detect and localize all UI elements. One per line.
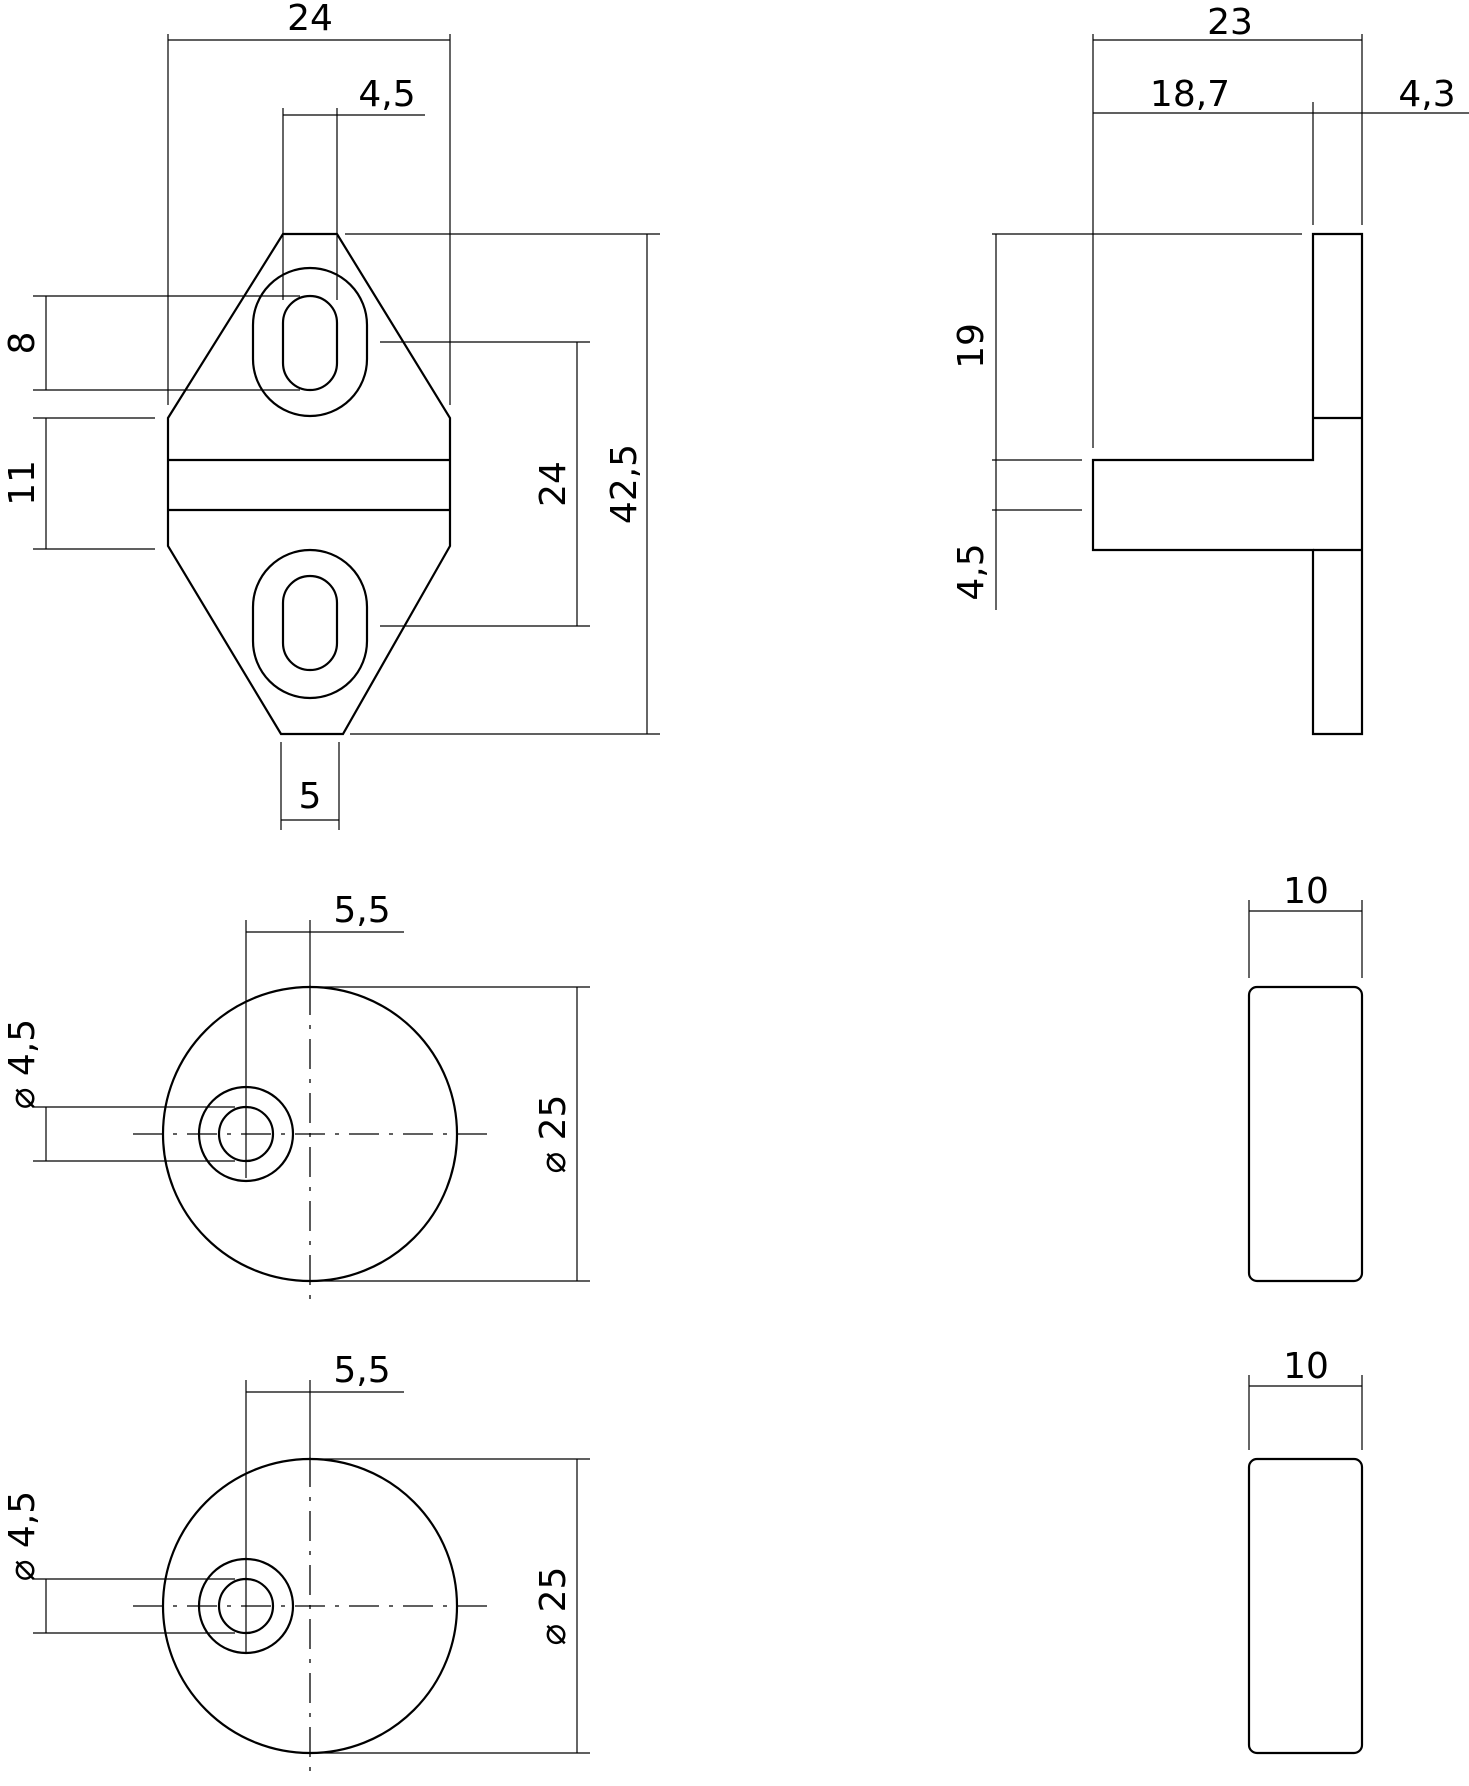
front-view: 24 4,5 8 11 24 42,5 5 xyxy=(2,0,660,830)
dim-disc1-hole: ⌀ 4,5 xyxy=(2,1019,43,1109)
dim-front-width: 24 xyxy=(287,0,333,39)
side-dimensions xyxy=(992,34,1469,610)
side-profile xyxy=(1091,232,1364,736)
disc-side-2: 10 xyxy=(1247,1346,1364,1755)
dim-slot-width: 4,5 xyxy=(358,74,415,115)
dim-side-flange: 4,5 xyxy=(951,543,992,600)
side-view: 23 18,7 4,3 19 4,5 xyxy=(951,2,1469,736)
dim-hole-spacing: 24 xyxy=(533,461,574,507)
disc2-thickness-body xyxy=(1247,1457,1364,1755)
bottom-slot-outer xyxy=(251,548,369,700)
disc-view-2: 5,5 ⌀ 4,5 ⌀ 25 xyxy=(2,1350,590,1780)
dim-disc2-diam: ⌀ 25 xyxy=(533,1567,574,1646)
disc2-dimensions xyxy=(33,1380,590,1754)
dim-side-body: 18,7 xyxy=(1150,74,1230,115)
dim-side-plate: 4,3 xyxy=(1398,74,1455,115)
disc1-dimensions xyxy=(33,920,590,1282)
dim-side-height: 19 xyxy=(951,323,992,369)
front-dimensions xyxy=(33,34,660,830)
disc-side-1: 10 xyxy=(1247,871,1364,1283)
dim-disc1-diam: ⌀ 25 xyxy=(533,1095,574,1174)
disc1-thickness-body xyxy=(1247,985,1364,1283)
dim-tip-width: 5 xyxy=(299,776,322,817)
dim-disc1-thick: 10 xyxy=(1283,871,1329,912)
dim-band-height: 11 xyxy=(2,460,43,506)
dim-disc2-hole: ⌀ 4,5 xyxy=(2,1491,43,1581)
top-slot-outer xyxy=(251,266,369,418)
dim-disc1-offset: 5,5 xyxy=(333,890,390,931)
disc-view-1: 5,5 ⌀ 4,5 ⌀ 25 xyxy=(2,890,590,1300)
top-slot-inner xyxy=(281,294,339,392)
bottom-slot-inner xyxy=(281,574,339,672)
dim-disc2-offset: 5,5 xyxy=(333,1350,390,1391)
front-outline xyxy=(166,232,452,736)
dim-total-height: 42,5 xyxy=(604,444,645,524)
dim-side-depth: 23 xyxy=(1207,2,1253,43)
dim-slot-height: 8 xyxy=(2,332,43,355)
dim-disc2-thick: 10 xyxy=(1283,1346,1329,1387)
